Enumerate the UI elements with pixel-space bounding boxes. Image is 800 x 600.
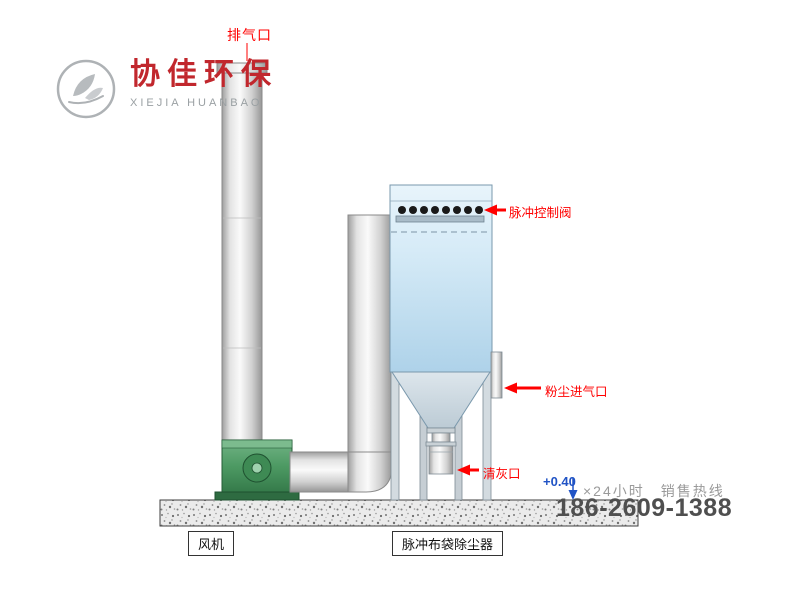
connecting-duct	[289, 214, 393, 493]
dust-inlet-stub	[490, 351, 503, 399]
hotline-caption: ×24小时 销售热线	[583, 483, 725, 499]
pulse-valve-arrow	[484, 204, 506, 216]
fan-caption-box: 风机	[188, 531, 235, 556]
fan-unit	[214, 439, 300, 501]
pulse-control-valve-label: 脉冲控制阀	[509, 206, 572, 220]
ash-container	[425, 427, 457, 475]
logo: 协佳环保 XIEJIA HUANBAO	[55, 58, 278, 125]
dust-collector-caption-box: 脉冲布袋除尘器	[392, 531, 504, 556]
exhaust-outlet-label: 排气口	[227, 27, 272, 43]
brand-name: 协佳环保	[130, 58, 278, 91]
dust-inlet-label: 粉尘进气口	[545, 385, 608, 399]
pulse-valves	[395, 206, 485, 223]
ash-port-label: 清灰口	[483, 467, 521, 481]
elevation-marker-icon	[568, 478, 578, 500]
ash-port-arrow	[457, 464, 479, 476]
hotline-phone-number: 186-2609-1388	[556, 494, 733, 522]
chimney-stack	[216, 62, 268, 445]
brand-name-en: XIEJIA HUANBAO	[130, 97, 263, 109]
elevation-label: +0.40	[543, 474, 576, 489]
hopper	[391, 371, 491, 429]
dust-inlet-arrow	[504, 382, 541, 394]
ground-slab	[159, 499, 639, 527]
leaf-circle-icon	[55, 58, 117, 125]
